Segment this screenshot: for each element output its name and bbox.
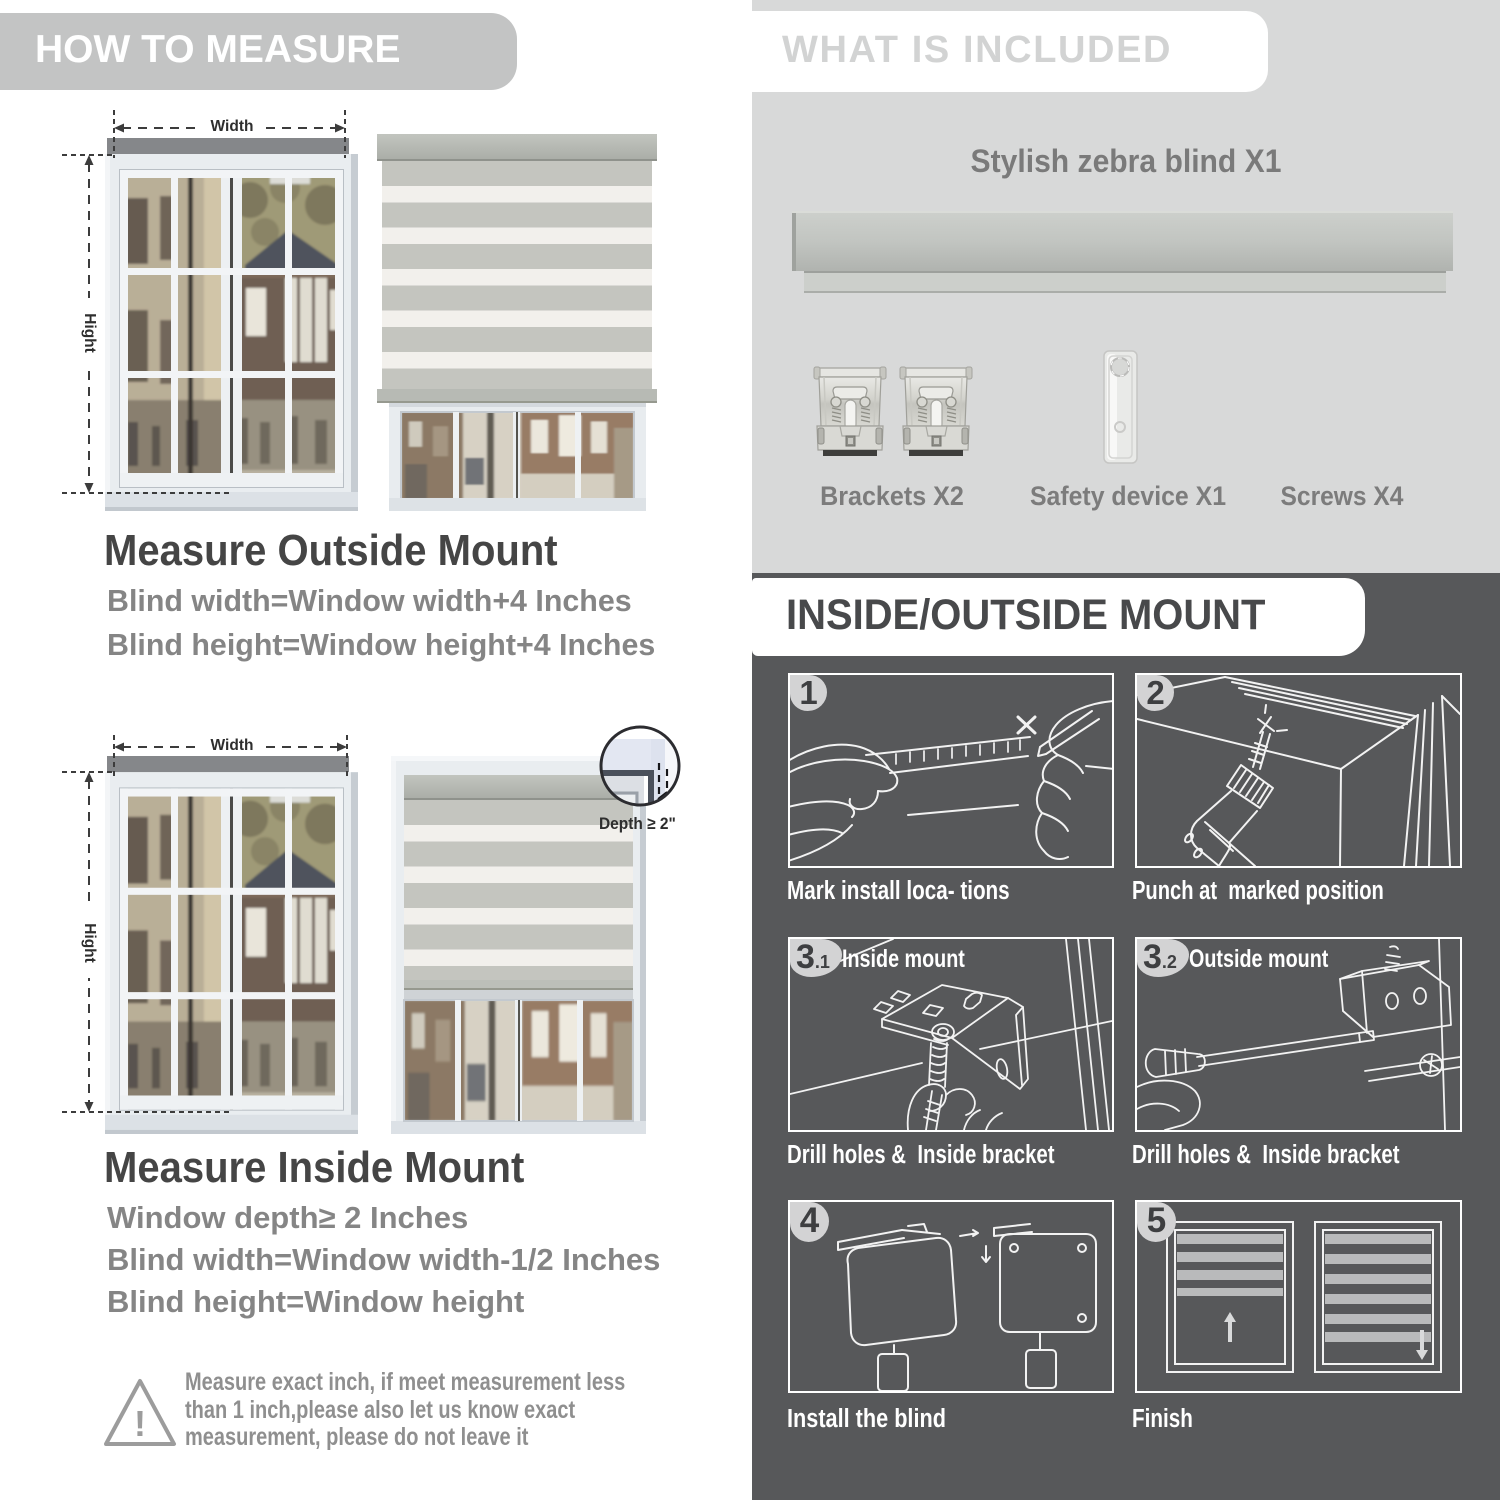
svg-text:!: ! [134, 1403, 146, 1444]
svg-text:Width: Width [211, 737, 254, 754]
svg-text:Width: Width [211, 118, 254, 135]
svg-text:Hight: Hight [81, 313, 98, 353]
svg-text:Hight: Hight [81, 923, 98, 963]
